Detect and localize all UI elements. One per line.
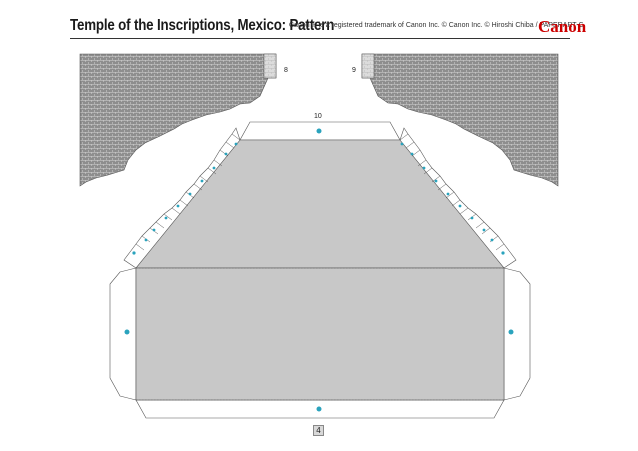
main-piece-label: 10: [314, 113, 322, 120]
left-wall-shape: [79, 53, 277, 187]
rectangle-face: [135, 267, 505, 401]
glue-dot: [508, 329, 514, 335]
glue-dot: [212, 166, 216, 170]
left-step-flaps: [123, 127, 241, 269]
glue-dot: [422, 166, 426, 170]
glue-dot: [470, 216, 474, 220]
right-side-flap: [503, 267, 531, 401]
glue-dot: [234, 142, 238, 146]
glue-dot: [164, 216, 168, 220]
glue-dot: [434, 179, 438, 183]
page-title: Temple of the Inscriptions, Mexico: Patt…: [70, 17, 335, 34]
right-step-flaps: [399, 127, 517, 269]
glue-dot: [176, 204, 180, 208]
right-wall-tab: [361, 53, 375, 79]
glue-dot: [152, 228, 156, 232]
glue-dot: [458, 204, 462, 208]
papercraft-pattern: 8 9 10: [79, 53, 559, 419]
left-wall-tab: [263, 53, 277, 79]
glue-dot: [501, 251, 505, 255]
glue-dot: [200, 179, 204, 183]
right-piece-label: 9: [352, 67, 356, 74]
glue-dot: [316, 128, 322, 134]
left-piece-label: 8: [284, 67, 288, 74]
right-wall-piece: [361, 53, 559, 187]
glue-dot: [482, 228, 486, 232]
right-wall-shape: [361, 53, 559, 187]
glue-dot: [490, 238, 494, 242]
glue-dot: [316, 406, 322, 412]
glue-dot: [124, 329, 130, 335]
brand-logo: Canon: [538, 17, 587, 36]
glue-dots: [124, 128, 514, 412]
left-side-flap: [109, 267, 137, 401]
glue-dot: [446, 192, 450, 196]
trademark-notice: Canon ® is a registered trademark of Can…: [289, 22, 584, 29]
glue-dot: [132, 251, 136, 255]
glue-dot: [410, 152, 414, 156]
header-rule: [70, 38, 570, 39]
page-header: Temple of the Inscriptions, Mexico: Patt…: [0, 0, 638, 40]
left-wall-piece: [79, 53, 277, 187]
glue-dot: [400, 142, 404, 146]
trapezoid-face: [135, 139, 505, 269]
pyramid-base-piece: [109, 121, 531, 419]
page-number-badge: 4: [313, 425, 324, 436]
glue-dot: [144, 238, 148, 242]
glue-dot: [188, 192, 192, 196]
glue-dot: [224, 152, 228, 156]
